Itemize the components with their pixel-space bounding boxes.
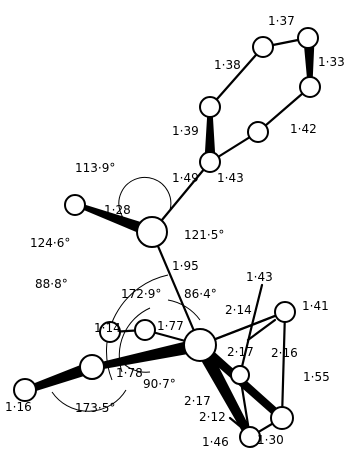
atom-oxygen-inner-1 <box>99 321 121 343</box>
atom-ring-4 <box>247 121 269 143</box>
atom-oxygen-left <box>13 378 37 402</box>
label-bond-1-37: 1·37 <box>268 14 295 28</box>
label-distance-2-17-a: 2·17 <box>227 345 254 359</box>
bond-ring-6-1 <box>208 45 265 109</box>
atom-cp-a <box>274 301 296 323</box>
label-bond-1-43-cp: 1·43 <box>246 270 273 284</box>
atom-co-inner-2 <box>79 354 105 380</box>
label-bond-1-46: 1·46 <box>202 435 229 449</box>
label-bond-1-49: 1·49 <box>172 171 199 185</box>
label-bond-1-77: 1·77 <box>157 319 184 333</box>
bond-ring-3-4 <box>256 85 312 134</box>
atom-ring-3 <box>299 76 321 98</box>
label-angle-88-8: 88·8° <box>35 277 68 291</box>
label-angle-113-9: 113·9° <box>75 161 115 175</box>
atom-co-inner-1 <box>134 319 156 341</box>
angle-arc-173-5 <box>51 389 127 412</box>
label-angle-124-6: 124·6° <box>30 236 70 250</box>
bond-leader-214 <box>246 318 277 342</box>
atom-cp-b <box>230 365 250 385</box>
label-bond-1-33: 1·33 <box>318 55 345 69</box>
label-angle-173-5: 173·5° <box>75 401 115 415</box>
atom-carbon-carbene <box>136 216 168 248</box>
atom-ring-6 <box>199 96 221 118</box>
atom-cp-c <box>270 406 294 430</box>
bond-cp-2 <box>280 310 287 420</box>
label-distance-2-16: 2·16 <box>271 346 298 360</box>
label-bond-1-14: 1·14 <box>94 321 121 335</box>
atom-cp-d <box>239 426 261 448</box>
atom-ring-2 <box>297 27 319 49</box>
bond-c-fe <box>150 230 202 347</box>
label-bond-1-30: 1·30 <box>257 433 284 447</box>
label-distance-2-12: 2·12 <box>199 410 226 424</box>
labels: 1·37 1·33 1·38 1·39 1·42 1·49 1·43 113·9… <box>5 14 345 449</box>
label-distance-2-14: 2·14 <box>225 303 252 317</box>
atom-metal <box>183 328 217 362</box>
atom-ring-1 <box>252 36 274 58</box>
bond-leader-143 <box>250 283 264 327</box>
label-bond-1-16: 1·16 <box>5 400 32 414</box>
atom-ring-5 <box>199 151 221 173</box>
label-bond-1-55: 1·55 <box>303 370 330 384</box>
atom-oxygen-top <box>64 194 86 216</box>
label-bond-1-39: 1·39 <box>172 124 199 138</box>
label-bond-1-78: 1·78 <box>116 366 143 380</box>
label-bond-1-95: 1·95 <box>172 259 199 273</box>
angle-arc-86-4 <box>167 299 201 321</box>
atoms <box>13 27 321 448</box>
label-distance-2-17-b: 2·17 <box>184 394 211 408</box>
angle-arc-113-9 <box>118 176 172 227</box>
label-angle-121-5: 121·5° <box>184 228 224 242</box>
label-angle-172-9: 172·9° <box>121 287 161 301</box>
label-angle-90-7: 90·7° <box>143 377 176 391</box>
label-bond-1-41: 1·41 <box>302 299 329 313</box>
label-bond-1-42: 1·42 <box>290 122 317 136</box>
label-bond-1-38: 1·38 <box>214 58 241 72</box>
label-angle-86-4: 86·4° <box>184 287 217 301</box>
label-bond-1-28: 1·28 <box>104 203 131 217</box>
label-bond-1-43-ring: 1·43 <box>217 171 244 185</box>
